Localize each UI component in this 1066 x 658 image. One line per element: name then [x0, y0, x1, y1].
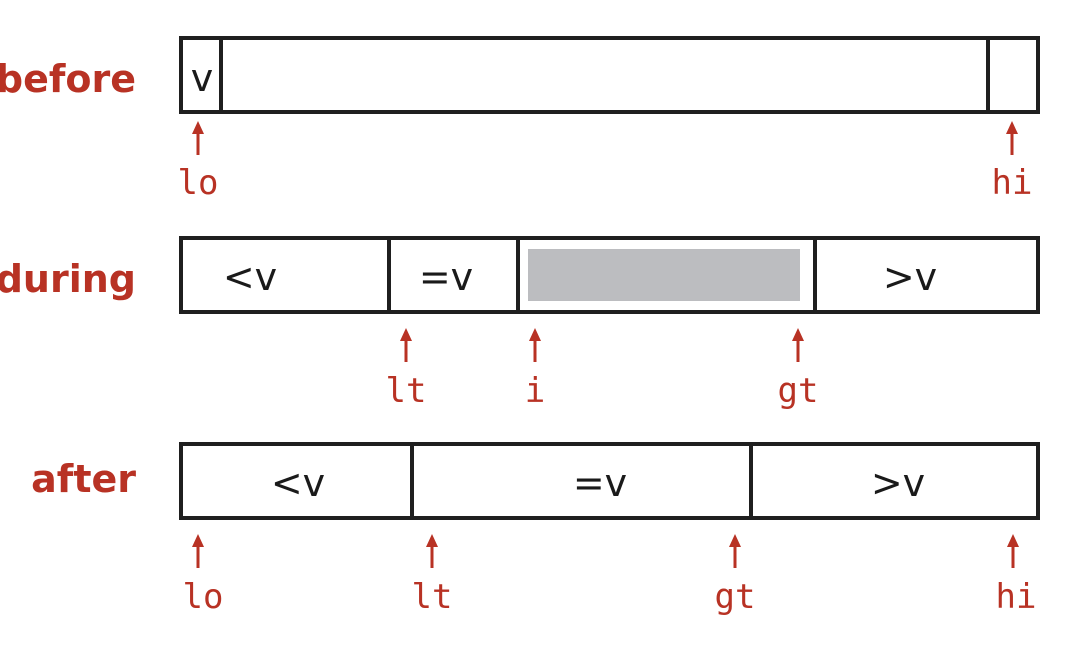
pointer-label-gt: gt	[778, 371, 819, 411]
row-before: before v lo hi	[0, 36, 1040, 203]
cell-greater-than-v: >v	[871, 461, 925, 505]
pointer-lt: lt	[386, 328, 427, 411]
array-box-after	[179, 442, 1040, 520]
pointer-gt: gt	[715, 534, 756, 617]
pointer-label-lo: lo	[183, 577, 224, 617]
pointer-lt: lt	[412, 534, 453, 617]
cell-pivot-v: v	[191, 56, 214, 100]
pointer-i: i	[525, 328, 545, 411]
pointer-label-lt: lt	[386, 371, 427, 411]
cell-greater-than-v: >v	[883, 255, 937, 299]
arrow-head-icon	[1007, 534, 1019, 547]
pointer-label-hi: hi	[996, 577, 1037, 617]
pointer-lo: lo	[183, 534, 224, 617]
pointer-lo: lo	[178, 121, 219, 203]
arrow-head-icon	[529, 328, 541, 341]
arrow-head-icon	[792, 328, 804, 341]
arrow-head-icon	[192, 534, 204, 547]
arrow-head-icon	[426, 534, 438, 547]
row-during: during <v =v >v lt i gt	[0, 236, 1040, 411]
pointer-label-gt: gt	[715, 577, 756, 617]
row-label-during: during	[0, 257, 136, 301]
pointer-label-lt: lt	[412, 577, 453, 617]
unexamined-region	[528, 249, 800, 301]
pointer-label-i: i	[525, 371, 545, 411]
cell-less-than-v: <v	[271, 461, 325, 505]
pointer-hi: hi	[996, 534, 1037, 617]
arrow-head-icon	[192, 121, 204, 134]
arrow-head-icon	[1006, 121, 1018, 134]
row-label-before: before	[0, 57, 136, 101]
arrow-head-icon	[729, 534, 741, 547]
pointer-hi: hi	[992, 121, 1033, 203]
cell-equal-v: =v	[419, 255, 473, 299]
row-after: after <v =v >v lo lt gt hi	[31, 442, 1040, 617]
pointer-label-lo: lo	[178, 163, 219, 203]
pointer-gt: gt	[778, 328, 819, 411]
arrow-head-icon	[400, 328, 412, 341]
array-box-before	[179, 36, 1040, 114]
cell-less-than-v: <v	[223, 255, 277, 299]
row-label-after: after	[31, 457, 136, 501]
pointer-label-hi: hi	[992, 163, 1033, 203]
cell-equal-v: =v	[573, 461, 627, 505]
